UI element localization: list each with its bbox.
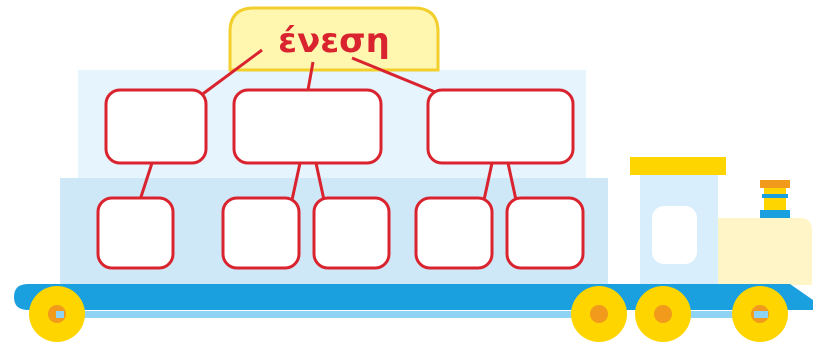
chimney-top [760, 180, 790, 188]
level2-box-1[interactable] [96, 196, 175, 270]
wheel-2 [571, 286, 627, 342]
chimney-base [764, 198, 786, 210]
connector-root-to-box3 [351, 56, 441, 96]
level1-box-1[interactable] [104, 88, 208, 165]
connector-lines [138, 48, 518, 201]
chimney-mid [764, 188, 786, 194]
level1-box-2[interactable] [232, 88, 383, 165]
level2-box-5[interactable] [505, 196, 585, 270]
locomotive-boiler [718, 218, 812, 285]
axle-pin-1 [56, 311, 64, 318]
chimney-foot [760, 210, 790, 218]
level2-box-4[interactable] [414, 196, 494, 270]
connector-box3-to-box8 [506, 162, 518, 201]
locomotive-roof [630, 157, 726, 175]
wheel-3 [635, 286, 691, 342]
axle-long [58, 311, 598, 318]
connector-root-to-box1 [199, 48, 263, 98]
connector-box2-to-box5 [290, 162, 302, 201]
root-word: ένεση [278, 21, 390, 61]
connector-box1-to-box4 [138, 162, 154, 201]
chimney-band [762, 194, 788, 198]
level1-box-3[interactable] [426, 88, 575, 165]
axle-pin-4 [754, 311, 768, 318]
connector-box3-to-box7 [482, 162, 494, 201]
locomotive [630, 157, 812, 285]
connector-root-to-box2 [306, 61, 315, 91]
root-word-tab [228, 6, 440, 72]
level2-box-2[interactable] [221, 196, 301, 270]
locomotive-window [652, 206, 697, 264]
connector-box2-to-box6 [314, 162, 326, 201]
level2-box-3[interactable] [312, 196, 391, 270]
train-platform [14, 284, 813, 310]
